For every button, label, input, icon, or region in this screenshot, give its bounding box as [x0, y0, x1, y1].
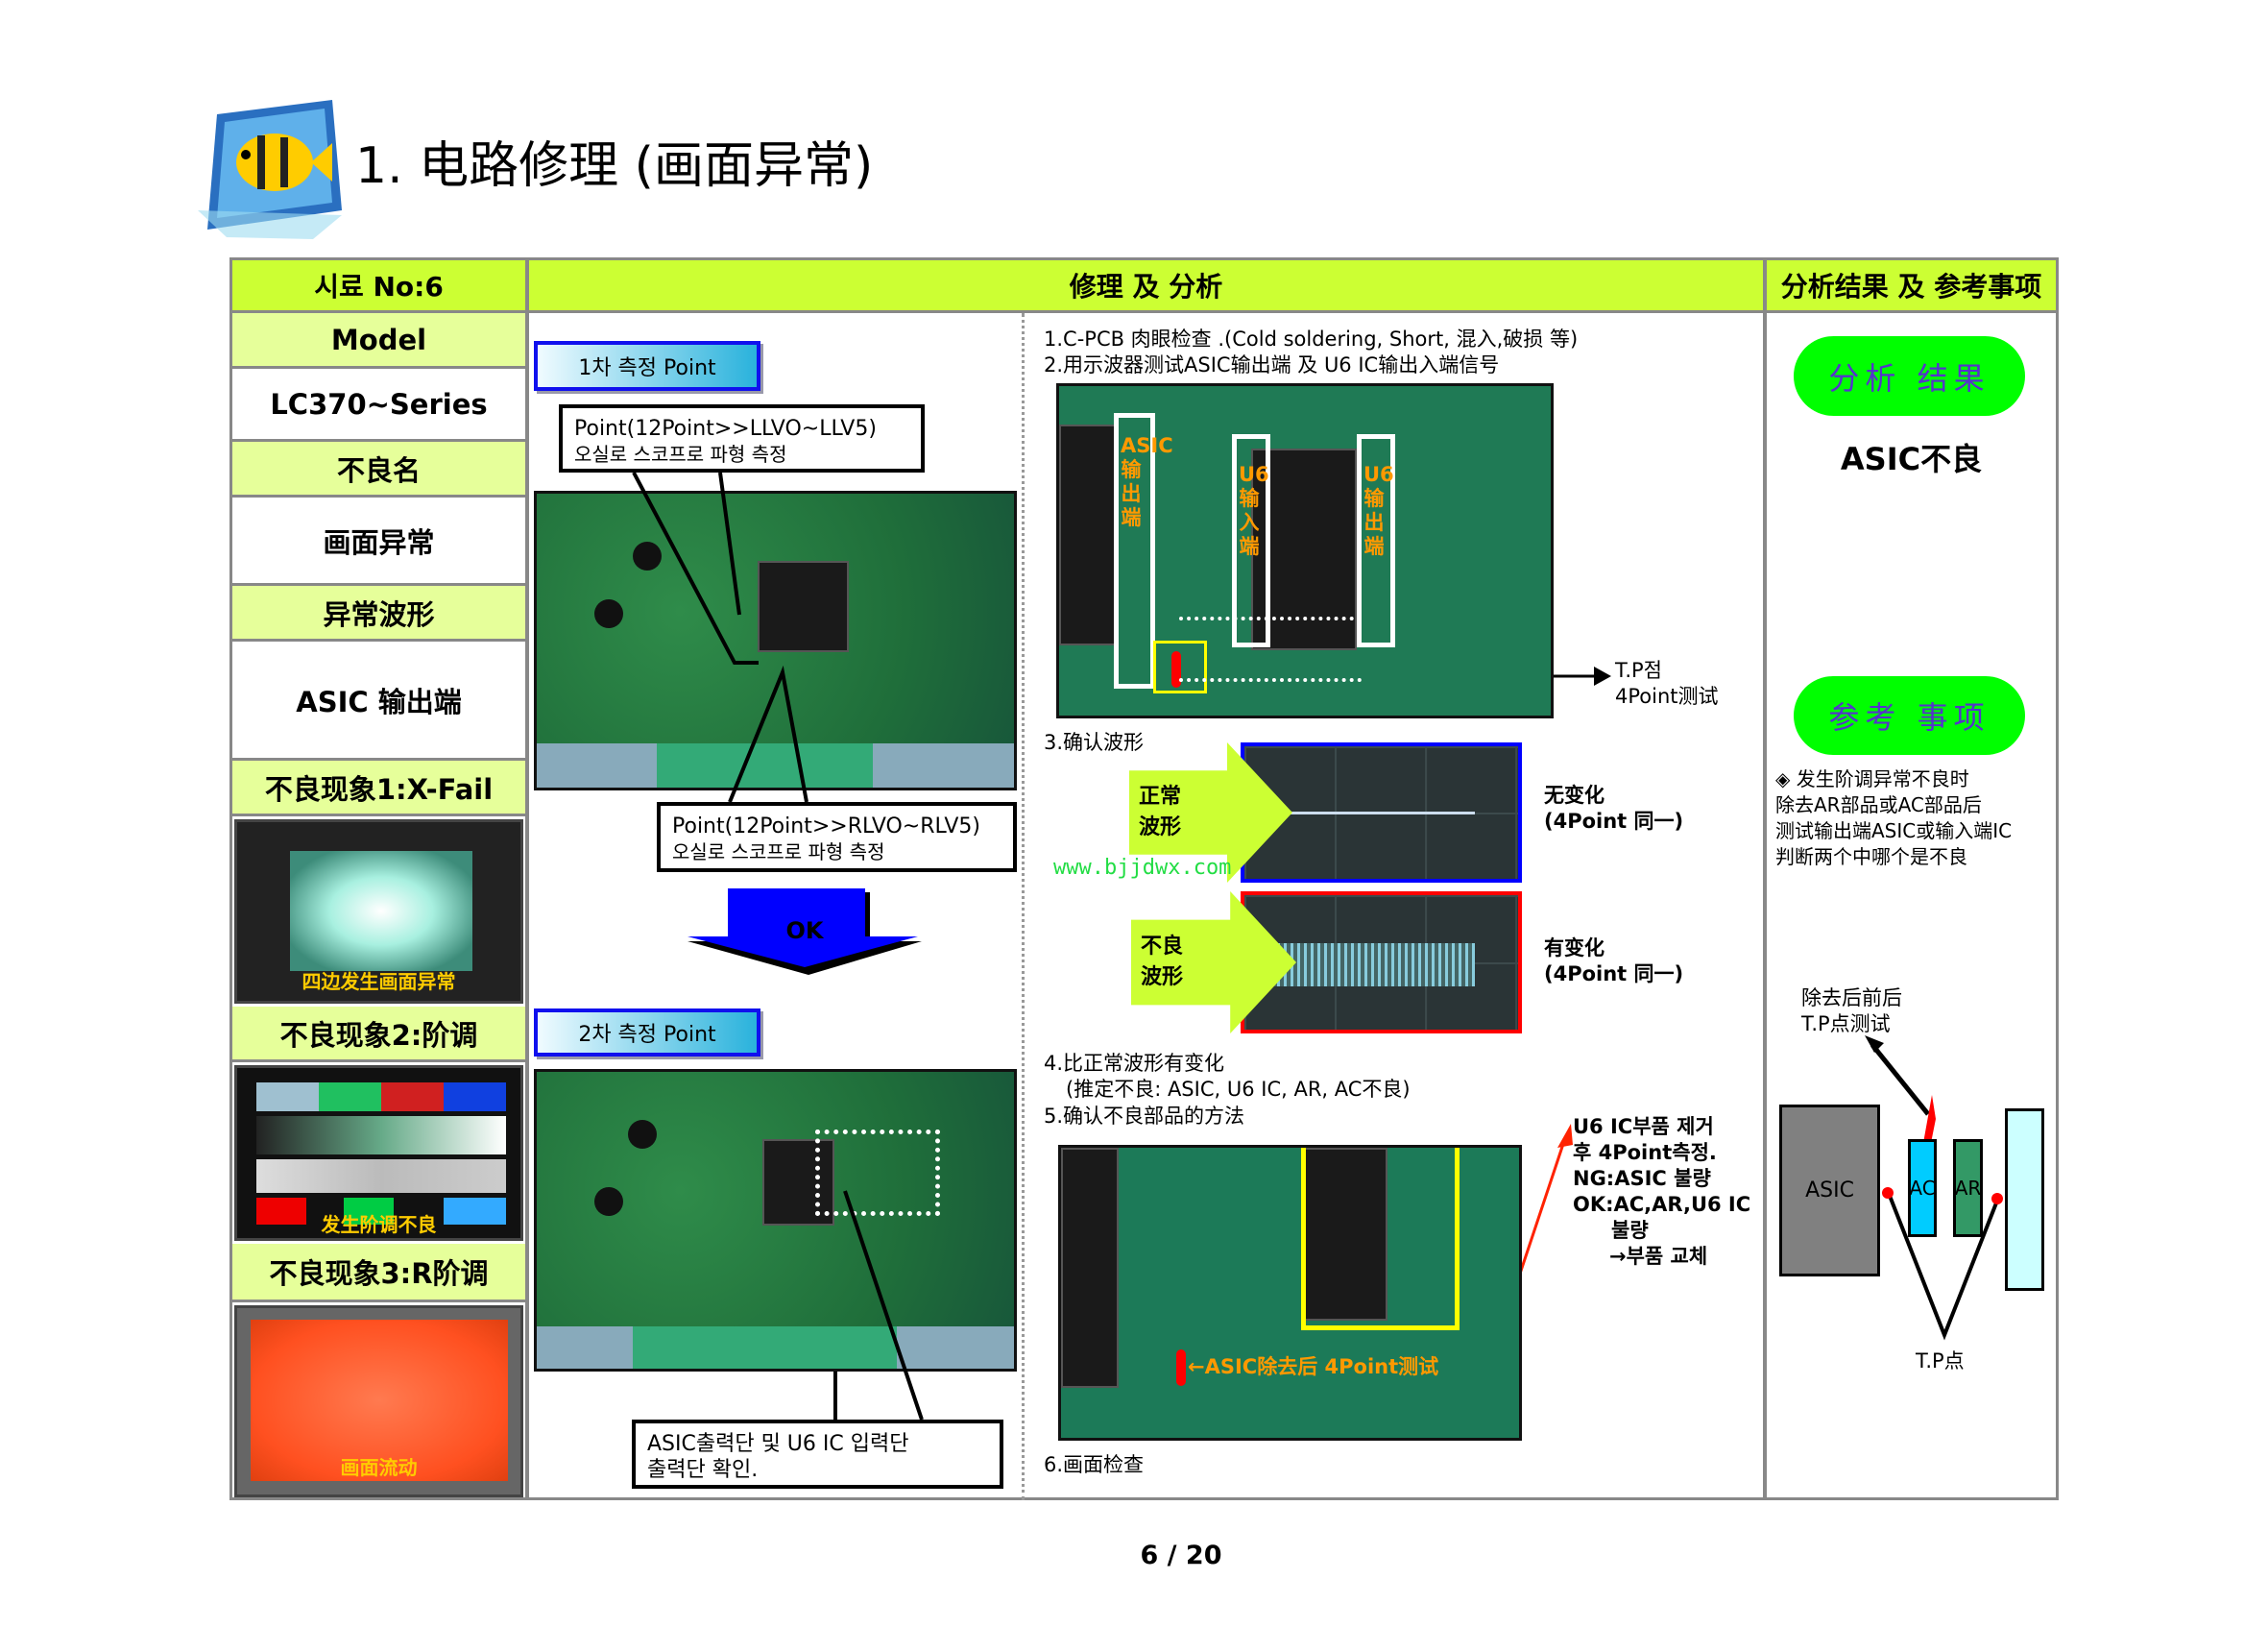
table-frame [229, 257, 2059, 1500]
bad-label-1: 不良 [1141, 935, 1184, 959]
symptom1-caption: 四边发生画面异常 [302, 970, 456, 993]
note-line: →부품 교체 [1609, 1245, 1708, 1268]
callout3-line2: 출력단 확인. [647, 1458, 759, 1482]
step4-text: 4.比正常波形有变化 [1044, 1052, 1225, 1075]
col2-header: 修理 及 分析 [529, 260, 1763, 313]
ok-label: OK [785, 917, 824, 944]
ref-line: 除去AR部品或AC部品后 [1775, 793, 1982, 816]
col-divider [525, 257, 529, 1500]
pcb-closeup-photo: ASIC输出端 U6输入端 U6输出端 [1056, 383, 1554, 718]
bad-waveform-scope [1241, 891, 1522, 1033]
defect-name-label: 不良名 [232, 442, 525, 498]
symptom3-label: 不良现象3:R阶调 [232, 1244, 525, 1302]
callout-2: Point(12Point>>RLVO~RLV5) 오실로 스코프로 파형 측정 [657, 802, 1017, 872]
note-line: OK:AC,AR,U6 IC [1573, 1193, 1751, 1216]
callout-1: Point(12Point>>LLVO~LLV5) 오실로 스코프로 파형 측정 [559, 404, 925, 473]
symptom1-image: 四边发生画面异常 [234, 819, 523, 1004]
normal-result-1: 无变化 [1544, 784, 1604, 807]
ac-block-label: AC [1909, 1177, 1936, 1200]
ref-line: 判断两个中哪个是不良 [1775, 845, 1967, 868]
bad-result-2: (4Point 同一) [1544, 962, 1684, 985]
note-line: 불량 [1611, 1219, 1649, 1242]
fish-logo-icon [198, 95, 344, 241]
ok-down-arrow-icon: OK [688, 888, 922, 975]
col3-header: 分析结果 及 参考事项 [1767, 260, 2056, 313]
symptom1-label: 不良现象1:X-Fail [232, 761, 525, 816]
defect-name-value: 画面异常 [232, 498, 525, 586]
bad-result-1: 有变化 [1544, 936, 1604, 960]
callout2-line1: Point(12Point>>RLVO~RLV5) [672, 814, 980, 838]
diagram-tp-label: T.P点 [1916, 1349, 1965, 1373]
normal-result-2: (4Point 同一) [1544, 810, 1684, 833]
pcb-photo-2 [534, 1069, 1017, 1372]
diagram-ic-block [2005, 1108, 2044, 1291]
model-label: Model [232, 313, 525, 369]
symptom2-label: 不良现象2:阶调 [232, 1007, 525, 1062]
bad-label-2: 波形 [1141, 965, 1184, 989]
diagram-asic-block: ASIC [1779, 1105, 1880, 1276]
tp-label: T.P점 [1615, 659, 1662, 682]
waveform-value: ASIC 输出端 [232, 642, 525, 761]
diagram-ar-block: AR [1953, 1139, 1983, 1237]
symptom3-image: 画面流动 [234, 1305, 523, 1497]
diagram-caption-1: 除去后前后 [1801, 986, 1902, 1009]
tp-sub-label: 4Point测试 [1615, 685, 1719, 708]
callout3-line1: ASIC출력단 및 U6 IC 입력단 [647, 1432, 909, 1456]
step3-text: 3.确认波形 [1044, 731, 1145, 754]
step2-text: 2.用示波器测试ASIC输出端 及 U6 IC输出入端信号 [1044, 353, 1500, 377]
note-line: U6 IC부품 제거 [1573, 1115, 1714, 1138]
symptom2-image: 发生阶调不良 [234, 1065, 523, 1241]
diagram-ac-block: AC [1908, 1139, 1937, 1237]
pcb-photo-1 [534, 491, 1017, 790]
symptom3-caption: 画面流动 [340, 1456, 418, 1479]
reference-notes: ◈ 发生阶调异常不良时 除去AR部品或AC部品后 测试输出端ASIC或输入端IC… [1775, 766, 2012, 870]
step5-text: 5.确认不良部品的方法 [1044, 1105, 1245, 1128]
ar-block-label: AR [1954, 1177, 1982, 1200]
asic-removed-label: ←ASIC除去后 4Point测试 [1188, 1355, 1439, 1378]
callout-3: ASIC출력단 및 U6 IC 입력단 출력단 확인. [632, 1420, 1003, 1489]
step4-sub-text: (推定不良: ASIC, U6 IC, AR, AC不良) [1066, 1078, 1411, 1101]
ref-line: ◈ 发生阶调异常不良时 [1775, 767, 1969, 790]
analysis-result-pill: 分析 结果 [1794, 336, 2025, 416]
model-value: LC370~Series [232, 369, 525, 442]
note-line: NG:ASIC 불량 [1573, 1167, 1711, 1190]
first-measure-point-button: 1차 측정 Point [534, 341, 760, 391]
reference-pill: 参考 事项 [1794, 676, 2025, 755]
normal-label-2: 波形 [1139, 815, 1182, 839]
col1-header: 시료 No:6 [232, 260, 525, 313]
callout1-line1: Point(12Point>>LLVO~LLV5) [574, 417, 877, 441]
replace-note: U6 IC부품 제거 후 4Point측정. NG:ASIC 불량 OK:AC,… [1573, 1114, 1750, 1270]
page-number: 6 / 20 [1140, 1541, 1222, 1570]
symptom2-caption: 发生阶调不良 [321, 1213, 437, 1236]
watermark: www.bjjdwx.com [1053, 856, 1232, 880]
pcb-asic-removed-photo: ←ASIC除去后 4Point测试 [1058, 1145, 1522, 1441]
normal-label-1: 正常 [1139, 785, 1182, 809]
pcb-label-asic-out: ASIC输出端 [1121, 434, 1173, 529]
ref-line: 测试输出端ASIC或输入端IC [1775, 819, 2013, 842]
analysis-result-value: ASIC不良 [1840, 441, 1983, 477]
pcb-label-u6-in: U6输入端 [1239, 463, 1269, 558]
step1-text: 1.C-PCB 肉眼检查 .(Cold soldering, Short, 混入… [1044, 328, 1579, 351]
callout2-line2: 오실로 스코프로 파형 측정 [672, 840, 885, 863]
diagram-caption-2: T.P点测试 [1801, 1012, 1891, 1035]
asic-block-label: ASIC [1805, 1178, 1854, 1203]
second-measure-point-button: 2차 측정 Point [534, 1008, 760, 1057]
callout1-line2: 오실로 스코프로 파형 측정 [574, 443, 787, 466]
note-line: 후 4Point측정. [1573, 1141, 1717, 1164]
waveform-label: 异常波形 [232, 586, 525, 642]
pcb-label-u6-out: U6输出端 [1363, 463, 1394, 558]
middle-dashed-divider [1022, 313, 1025, 1500]
page-title: 1. 电路修理 (画面异常) [355, 137, 874, 195]
col-divider [1763, 257, 1767, 1500]
step6-text: 6.画面检查 [1044, 1453, 1145, 1476]
